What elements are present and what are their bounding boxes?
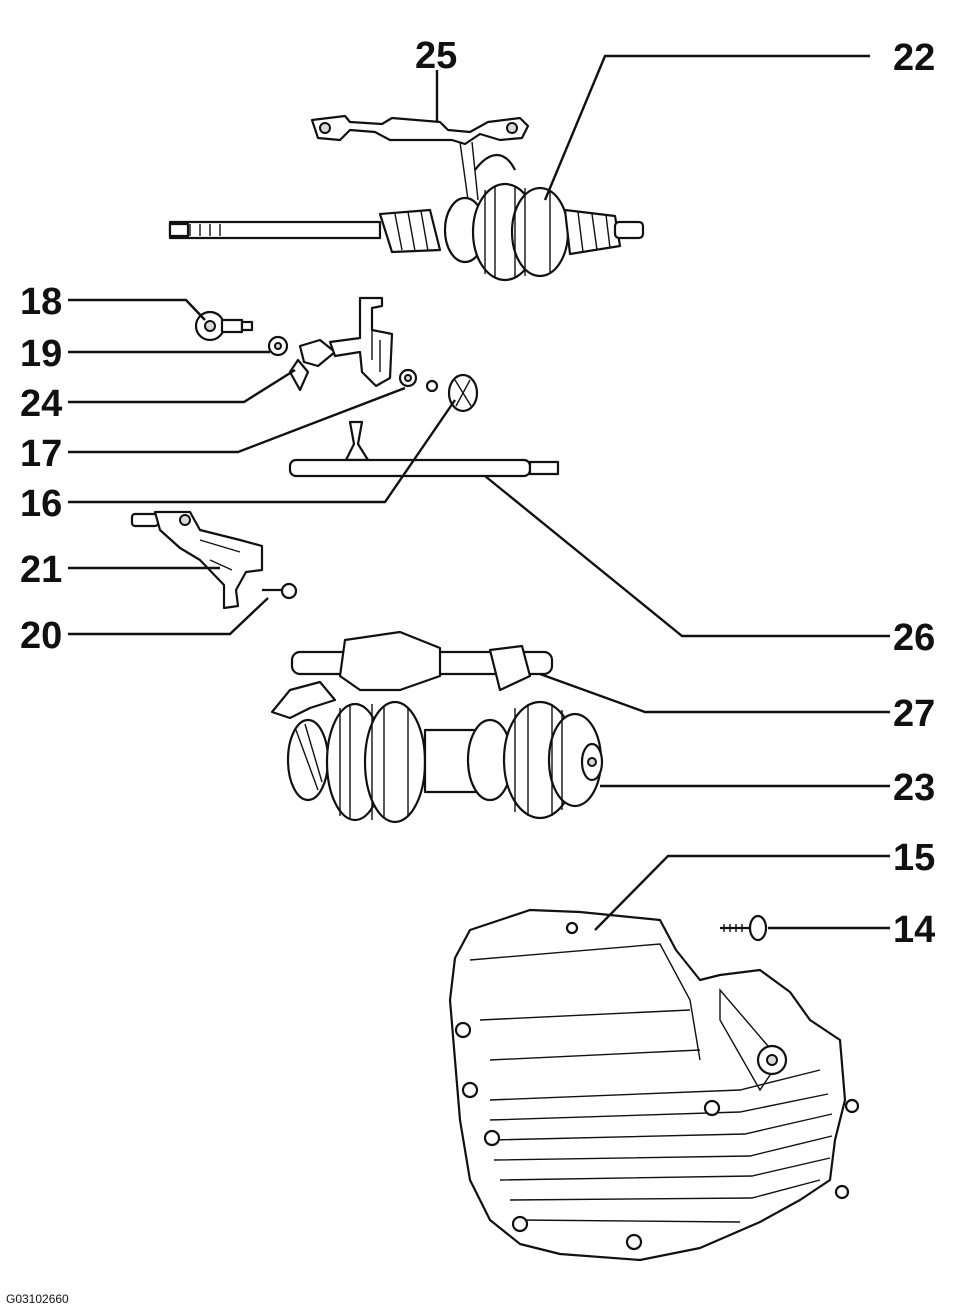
callout-26: 26 (893, 617, 935, 659)
part-14-bolt (720, 914, 768, 942)
figure-id: G03102660 (6, 1292, 69, 1306)
part-15-transmission-housing (448, 908, 860, 1262)
part-27-selector-shaft (270, 630, 554, 720)
part-19-washer (267, 335, 289, 357)
callout-25: 25 (415, 35, 457, 77)
callout-21: 21 (20, 549, 62, 591)
callout-19: 19 (20, 333, 62, 375)
callout-18: 18 (20, 281, 62, 323)
part-selector-bracket (328, 296, 394, 388)
part-20-screw (262, 582, 298, 600)
part-25-shift-plate (310, 114, 530, 201)
callout-17: 17 (20, 433, 62, 475)
callouts: 25 22 18 19 24 17 16 21 20 26 27 23 15 1… (20, 35, 935, 951)
part-24-selector-lever (288, 338, 337, 392)
part-23-main-shaft-gears (286, 700, 604, 824)
callout-16: 16 (20, 483, 62, 525)
callout-24: 24 (20, 383, 62, 425)
part-16-bushing (425, 373, 479, 413)
callout-20: 20 (20, 615, 62, 657)
callout-22: 22 (893, 37, 935, 79)
part-26-shift-rail (288, 420, 560, 478)
callout-15: 15 (893, 837, 935, 879)
callout-23: 23 (893, 767, 935, 809)
part-18-detent-bolt (194, 310, 254, 342)
part-22-input-shaft (168, 182, 645, 282)
leader-lines (68, 54, 890, 931)
callout-27: 27 (893, 693, 935, 735)
part-21-shift-fork (130, 510, 264, 610)
part-17-washer (398, 368, 418, 388)
callout-14: 14 (893, 909, 935, 951)
